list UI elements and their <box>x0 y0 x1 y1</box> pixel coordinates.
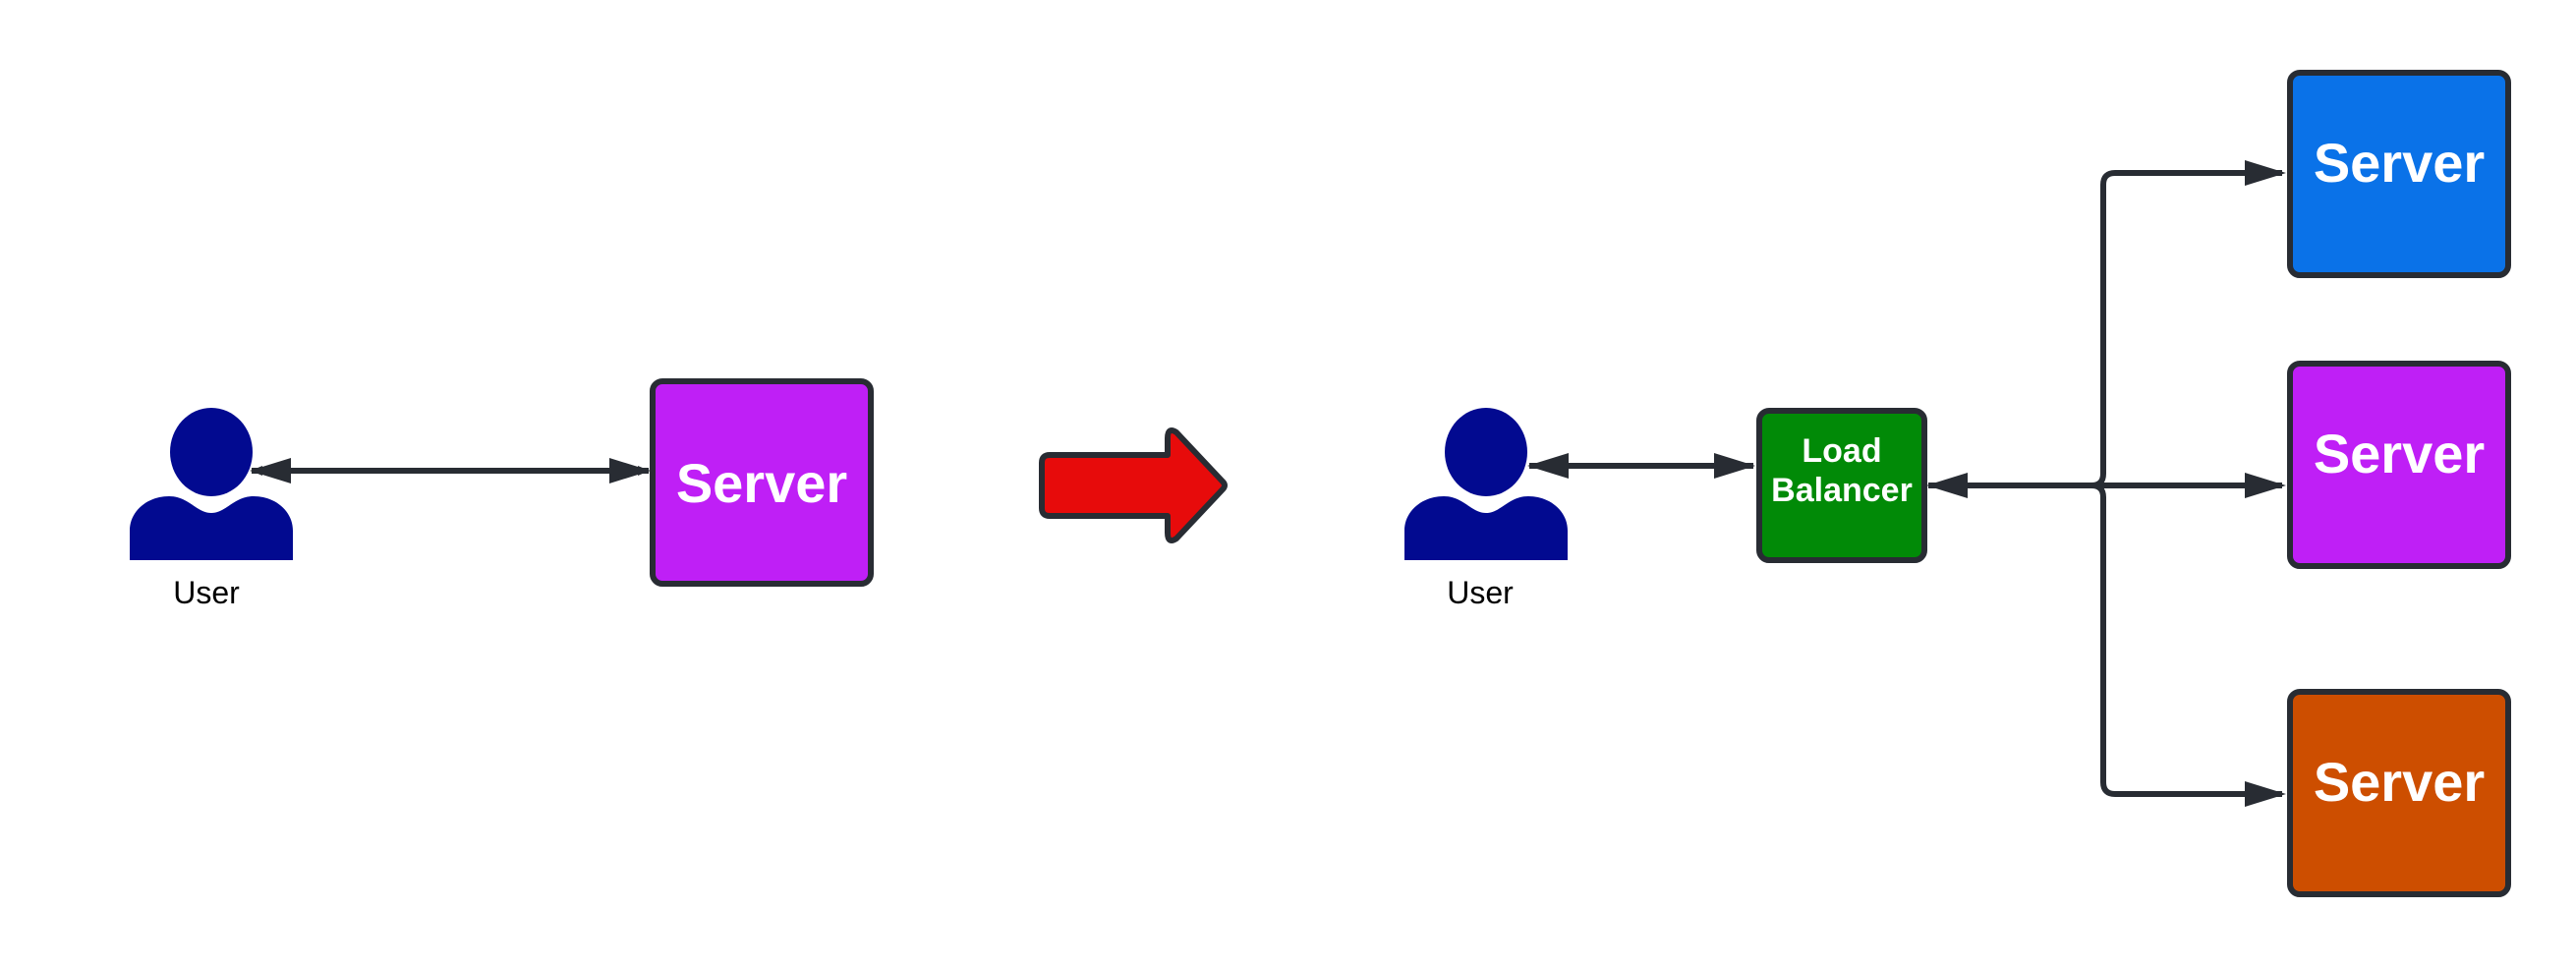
arrowhead-left <box>250 458 291 483</box>
user-after: User <box>1404 408 1568 610</box>
server-box-2: Server <box>2287 361 2511 569</box>
arrowhead-right <box>609 458 651 483</box>
server-box-before: Server <box>650 378 874 587</box>
arrowhead-right <box>2245 781 2286 807</box>
connector-to-server-1 <box>2090 170 2282 488</box>
user-before: User <box>130 408 293 610</box>
server-label: Server <box>2314 751 2485 813</box>
arrowhead-left <box>1527 453 1569 479</box>
server-label: Server <box>2314 132 2485 194</box>
loadbalancer-server-connectors <box>1928 170 2282 797</box>
server-box-3: Server <box>2287 689 2511 897</box>
server-box-1: Server <box>2287 70 2511 278</box>
server-label: Server <box>2314 423 2485 484</box>
arrowhead-left <box>1926 473 1968 498</box>
server-label: Server <box>676 452 847 514</box>
load-balancer-label-line2: Balancer <box>1771 472 1913 509</box>
user-label: User <box>173 575 240 610</box>
load-balancer-label-line1: Load <box>1802 432 1881 470</box>
load-balancer-box: Load Balancer <box>1756 408 1927 563</box>
arrowhead-right <box>2245 160 2286 186</box>
arrowhead-right <box>2245 473 2286 498</box>
arrowhead-right <box>1714 453 1755 479</box>
transition-arrow <box>1039 427 1228 543</box>
user-icon <box>130 408 293 560</box>
user-label: User <box>1447 575 1514 610</box>
user-icon <box>1404 408 1568 560</box>
connector-to-server-3 <box>2090 483 2282 797</box>
